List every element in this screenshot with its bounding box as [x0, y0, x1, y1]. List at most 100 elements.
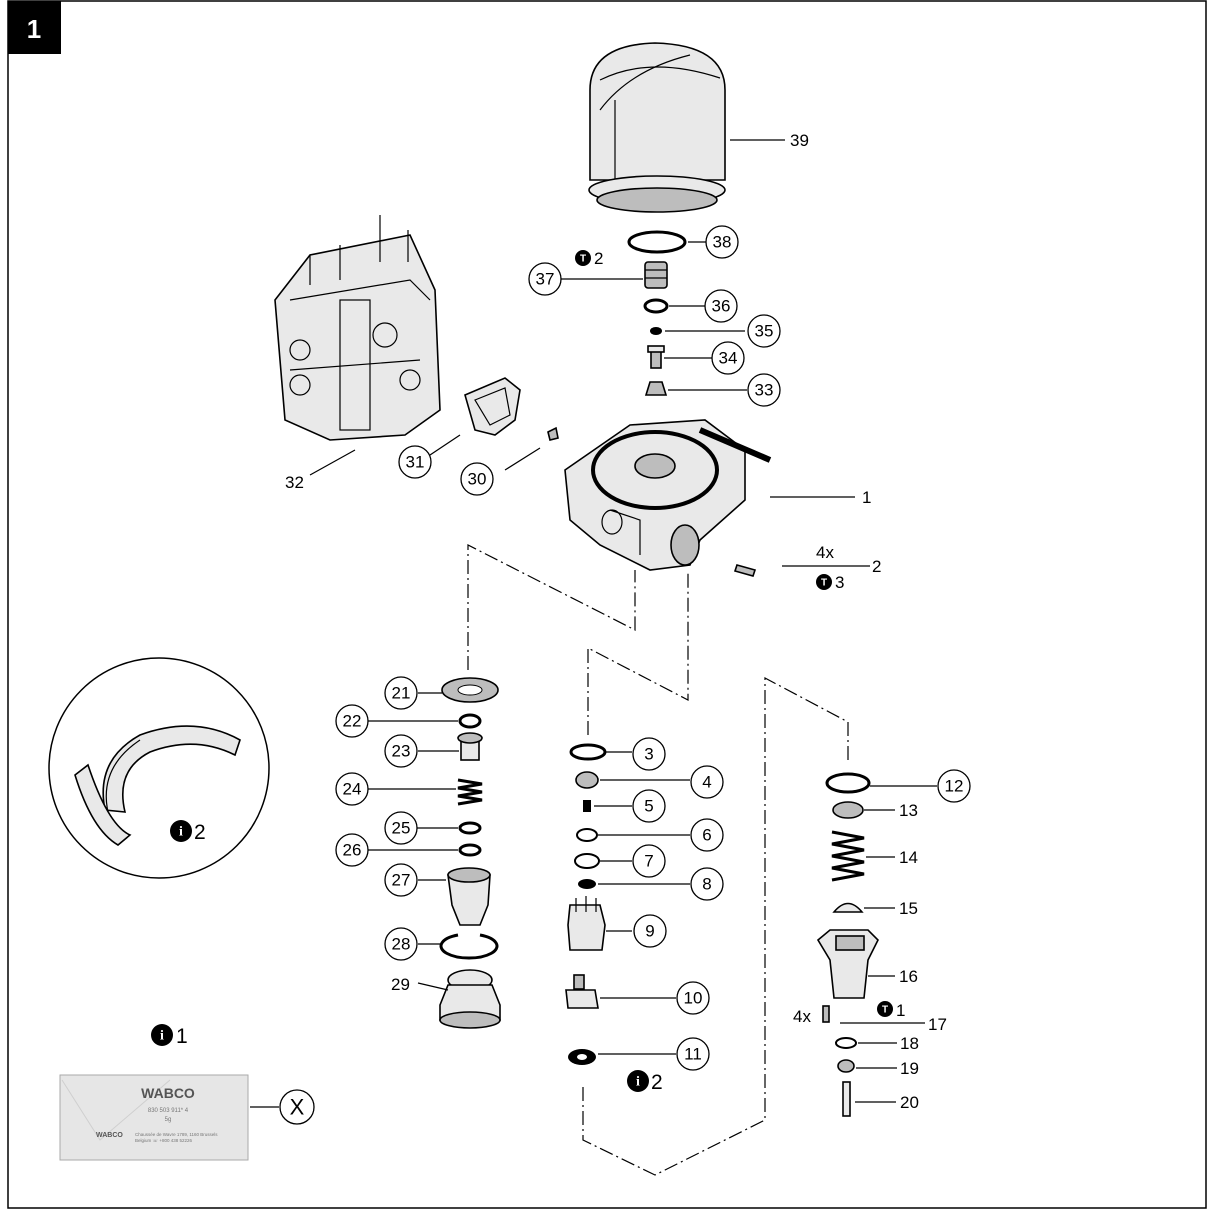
svg-text:2: 2 [594, 249, 603, 268]
label-29: 29 [391, 975, 410, 994]
callout-circle-26 [335, 833, 369, 867]
callout-circle-8 [690, 867, 724, 901]
part-10-piston [565, 974, 676, 1009]
part-5-pin [583, 800, 632, 812]
part-7-o-ring [574, 853, 632, 869]
part-36-ring [643, 298, 705, 314]
info-ref-11: i 2 [627, 1070, 663, 1094]
label-14: 14 [899, 848, 918, 867]
part-37-fitting [561, 261, 668, 289]
sachet-footer-brand: WABCO [96, 1132, 123, 1139]
sachet-brand: WABCO [141, 1085, 195, 1101]
label-13: 13 [899, 801, 918, 820]
part-2-screw [733, 564, 870, 577]
callout-28: 28 [392, 935, 411, 954]
info-icon [170, 820, 192, 842]
callout-11: 11 [684, 1045, 702, 1064]
callout-30: 30 [468, 470, 487, 489]
part-38-o-ring [627, 230, 706, 254]
sachet-phone: Belgium ☏ +800 438 52226 [135, 1138, 193, 1143]
part-15-cap [832, 902, 895, 913]
callout-35: 35 [755, 322, 774, 341]
part-20-bolt [842, 1081, 896, 1117]
label-17: 17 [928, 1015, 947, 1034]
part-11-seal [568, 1049, 676, 1065]
sachet-part-no: 830 503 911* 4 [148, 1108, 189, 1114]
callout-circle-31 [398, 445, 432, 479]
info-ref-sachet: i 1 [151, 1024, 188, 1048]
callout-7: 7 [644, 852, 653, 871]
info-ref-inset: i 2 [170, 820, 206, 844]
part-28-circlip [418, 933, 499, 960]
svg-text:i: i [636, 1075, 640, 1090]
callout-circle-21 [384, 676, 418, 710]
callout-8: 8 [702, 875, 711, 894]
callout-12: 12 [945, 777, 964, 796]
label-39: 39 [790, 131, 809, 150]
grease-sachet [59, 1074, 279, 1161]
part-8-seal [578, 879, 690, 889]
callout-circle-10 [676, 981, 710, 1015]
part-33-cap [644, 381, 747, 396]
part-4-disc [575, 771, 690, 789]
qty-part-17: 4x [793, 1007, 811, 1026]
sachet-weight: 5g [165, 1117, 172, 1123]
part-32-valve-block [274, 215, 441, 476]
info-icon [627, 1070, 649, 1092]
part-31-gasket [429, 377, 521, 456]
callout-x: X [290, 1095, 305, 1120]
svg-text:1: 1 [896, 1001, 905, 1020]
callout-23: 23 [392, 742, 411, 761]
callout-26: 26 [343, 841, 362, 860]
svg-text:3: 3 [835, 573, 844, 592]
part-39-filter-cartridge [588, 42, 785, 213]
part-29-cover [417, 969, 501, 1029]
label-15: 15 [899, 899, 918, 918]
callout-22: 22 [343, 712, 362, 731]
part-1-housing [564, 419, 855, 571]
svg-text:i: i [160, 1029, 164, 1044]
info-icon [151, 1024, 173, 1046]
callout-circle-34 [711, 341, 745, 375]
part-35-seal [650, 327, 745, 335]
callout-3: 3 [644, 745, 653, 764]
assembly-lines [467, 544, 849, 1176]
callout-circle-12 [937, 769, 971, 803]
callout-circle-23 [384, 734, 418, 768]
callout-circle-35 [747, 314, 781, 348]
part-19-nut [837, 1059, 897, 1073]
callout-25: 25 [392, 819, 411, 838]
callout-circle-7 [632, 844, 666, 878]
part-27-valve-body [418, 867, 491, 926]
part-9-valve-insert [567, 896, 632, 951]
part-13-plate [832, 801, 895, 819]
label-18: 18 [900, 1034, 919, 1053]
part-17-screw [822, 1005, 925, 1024]
callout-circle-22 [335, 704, 369, 738]
torque-ref-16: T 1 [877, 1001, 905, 1020]
callout-38: 38 [713, 233, 732, 252]
torque-ref-2: T 3 [816, 573, 844, 592]
sachet-label: WABCO 830 503 911* 4 5g WABCO Chaussée d… [96, 1085, 218, 1143]
part-3-o-ring [569, 743, 632, 761]
callout-circle-38 [705, 225, 739, 259]
callout-34: 34 [719, 349, 738, 368]
part-21-seal [418, 677, 499, 703]
svg-text:T: T [580, 254, 586, 265]
svg-text:2: 2 [194, 821, 206, 844]
callout-circle-28 [384, 927, 418, 961]
callout-circle-36 [704, 289, 738, 323]
qty-part-2: 4x [816, 543, 834, 562]
callout-circle-24 [335, 772, 369, 806]
svg-text:T: T [821, 578, 827, 589]
part-22-o-ring [368, 713, 482, 729]
label-16: 16 [899, 967, 918, 986]
torque-ref-37: T 2 [575, 249, 603, 268]
callout-circle-27 [384, 863, 418, 897]
label-2: 2 [872, 557, 881, 576]
sachet-address: Chaussée de Wavre 1789, 1160 Brussels [135, 1132, 218, 1137]
part-18-washer [835, 1037, 897, 1049]
part-30-plug [504, 426, 559, 471]
callout-24: 24 [343, 780, 362, 799]
